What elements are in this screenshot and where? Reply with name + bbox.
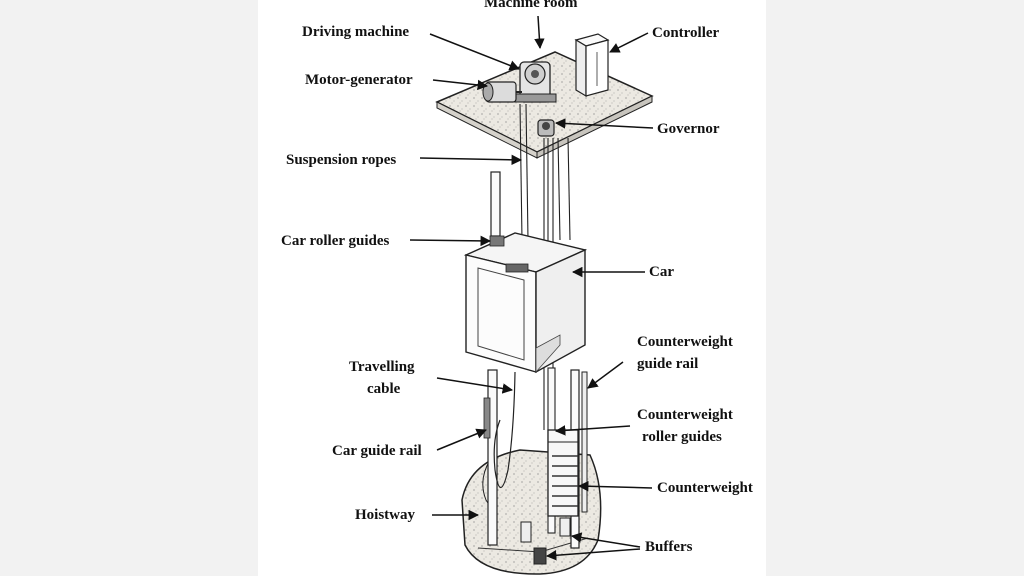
label-machine-room: Machine room [484, 0, 578, 11]
leader-arrows [409, 15, 654, 561]
label-suspension-ropes: Suspension ropes [286, 152, 397, 168]
arrow-buffers-2 [545, 548, 641, 561]
arrow-driving-machine [429, 33, 520, 71]
label-counterweight-guide-rail-2: guide rail [637, 356, 699, 372]
label-counterweight-roller-guides-1: Counterweight [637, 407, 733, 423]
label-motor-generator: Motor-generator [305, 72, 413, 88]
label-car-guide-rail: Car guide rail [332, 443, 422, 459]
motor-generator [482, 81, 522, 103]
travelling-cable [493, 371, 516, 489]
arrow-suspension-ropes [419, 154, 523, 166]
label-hoistway: Hoistway [355, 507, 415, 523]
label-controller: Controller [652, 25, 720, 41]
buffers [520, 517, 571, 565]
arrow-controller [609, 32, 649, 53]
controller-cabinet [574, 33, 610, 98]
label-car: Car [649, 264, 674, 280]
arrow-machine-room [534, 15, 545, 50]
hoistway-pit [461, 449, 602, 575]
label-buffers: Buffers [645, 539, 693, 555]
arrow-travelling-cable [436, 377, 514, 394]
driving-machine [513, 61, 557, 103]
arrow-counterweight [577, 481, 653, 492]
arrow-car-roller-guides [409, 235, 492, 247]
label-car-roller-guides: Car roller guides [281, 233, 390, 249]
label-governor: Governor [657, 121, 720, 137]
governor [537, 119, 555, 137]
arrow-counterweight-guide-rail [587, 361, 624, 389]
label-counterweight-guide-rail-1: Counterweight [637, 334, 733, 350]
label-counterweight-roller-guides-2: roller guides [642, 429, 722, 445]
counterweight-block [547, 429, 579, 517]
label-travelling-cable-1: Travelling [349, 359, 415, 375]
arrow-counterweight-roller-guides [554, 425, 631, 436]
arrow-car-guide-rail [436, 428, 487, 451]
label-counterweight: Counterweight [657, 480, 753, 496]
arrow-motor-generator [432, 79, 489, 91]
elevator-car [463, 232, 588, 374]
arrow-governor [554, 118, 654, 129]
arrow-buffers-1 [570, 532, 641, 548]
label-driving-machine: Driving machine [302, 24, 410, 40]
label-travelling-cable-2: cable [367, 381, 401, 397]
